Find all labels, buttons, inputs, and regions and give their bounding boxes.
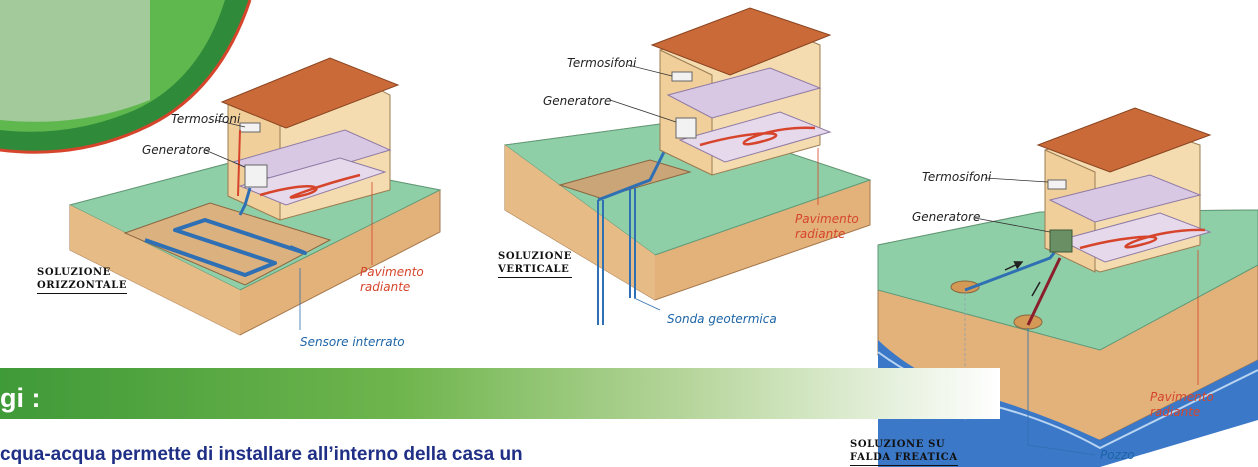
banner-heading: gi : — [0, 383, 41, 413]
label-sonda-geotermica: Sonda geotermica — [667, 312, 777, 326]
label-termosifoni-3: Termosifoni — [922, 170, 992, 184]
section-banner — [0, 368, 1000, 419]
label-pavimento-1: Pavimento radiante — [360, 265, 424, 294]
label-generatore-1: Generatore — [142, 143, 211, 157]
label-sensore-interrato: Sensore interrato — [300, 335, 405, 349]
caption-verticale: Soluzione verticale — [498, 250, 572, 278]
caption-orizzontale: Soluzione orizzontale — [37, 266, 128, 294]
label-pavimento-2: Pavimento radiante — [795, 212, 859, 241]
label-generatore-2: Generatore — [543, 94, 612, 108]
house-orizzontale — [68, 57, 442, 336]
logo-corner — [0, 0, 252, 154]
caption-falda: Soluzione su falda freatica — [850, 438, 958, 466]
label-termosifoni-2: Termosifoni — [567, 56, 637, 70]
label-pavimento-3: Pavimento radiante — [1150, 390, 1214, 419]
body-text-line: cqua-acqua permette di installare all’in… — [0, 444, 523, 465]
label-termosifoni-1: Termosifoni — [171, 112, 241, 126]
label-pozzo: Pozzo — [1100, 448, 1135, 462]
label-generatore-3: Generatore — [912, 210, 981, 224]
house-verticale — [503, 7, 872, 325]
